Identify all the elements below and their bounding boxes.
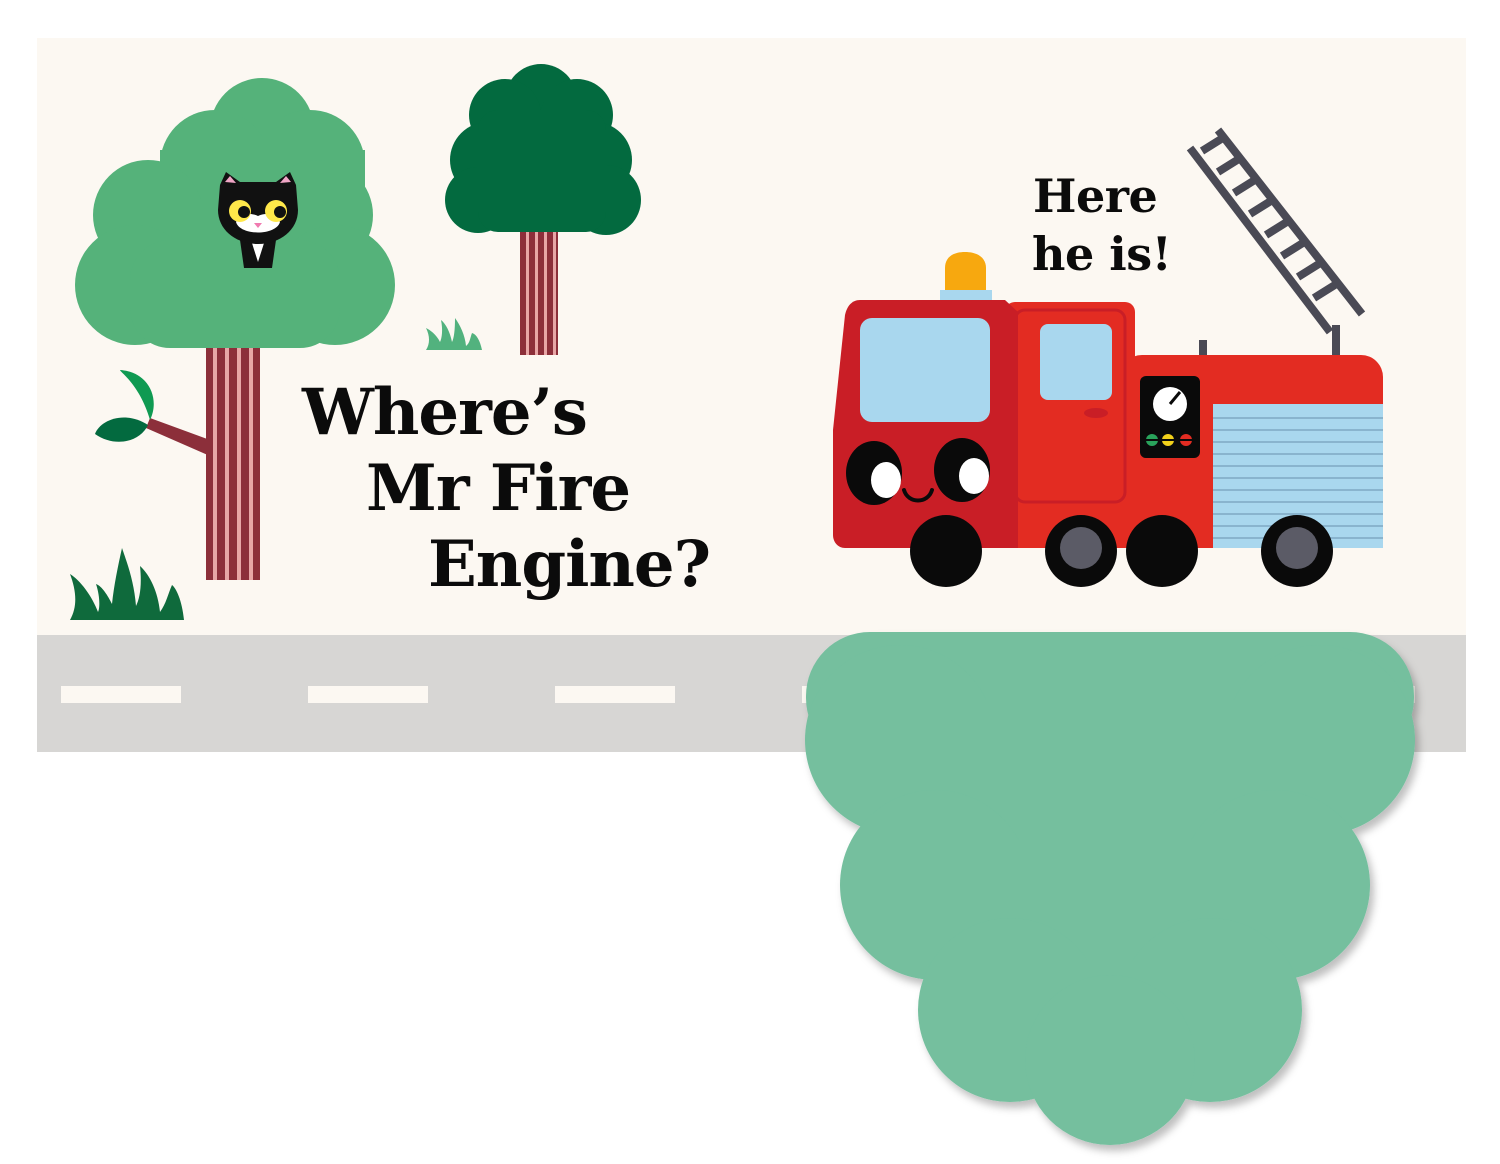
wheel-icon (1126, 515, 1198, 587)
tree-trunk (520, 225, 558, 355)
big-tree (75, 78, 395, 580)
grass-icon (426, 318, 482, 350)
leaf-icon (120, 370, 154, 420)
question-line-3: Engine? (428, 527, 710, 602)
leaf-icon (95, 417, 148, 442)
engine-face (846, 438, 990, 505)
wheels (910, 515, 1333, 587)
side-window (1040, 324, 1112, 400)
fire-engine-icon (833, 127, 1383, 587)
answer-line-2: he is! (1032, 227, 1171, 281)
tree-canopy (445, 64, 641, 235)
ladder (1186, 127, 1366, 360)
question-line-2: Mr Fire (366, 451, 630, 526)
tree-lift-flap[interactable] (805, 632, 1415, 1145)
tree-branch (146, 418, 210, 456)
door-handle (1084, 408, 1108, 418)
control-panel (1140, 376, 1200, 458)
grass-icon (70, 548, 184, 620)
windscreen (860, 318, 990, 422)
road-dash (555, 686, 675, 703)
wheel-icon (910, 515, 982, 587)
answer-text: Here he is! (1032, 169, 1172, 281)
question-text: Where’s Mr Fire Engine? (301, 375, 711, 602)
beacon-light (945, 252, 986, 290)
tree-canopy (75, 78, 395, 348)
cat-face-icon (218, 172, 298, 268)
road-dash (61, 686, 181, 703)
answer-line-1: Here (1033, 169, 1157, 223)
dark-tree (445, 64, 641, 355)
question-line-1: Where’s (301, 375, 587, 450)
road-dash (308, 686, 428, 703)
